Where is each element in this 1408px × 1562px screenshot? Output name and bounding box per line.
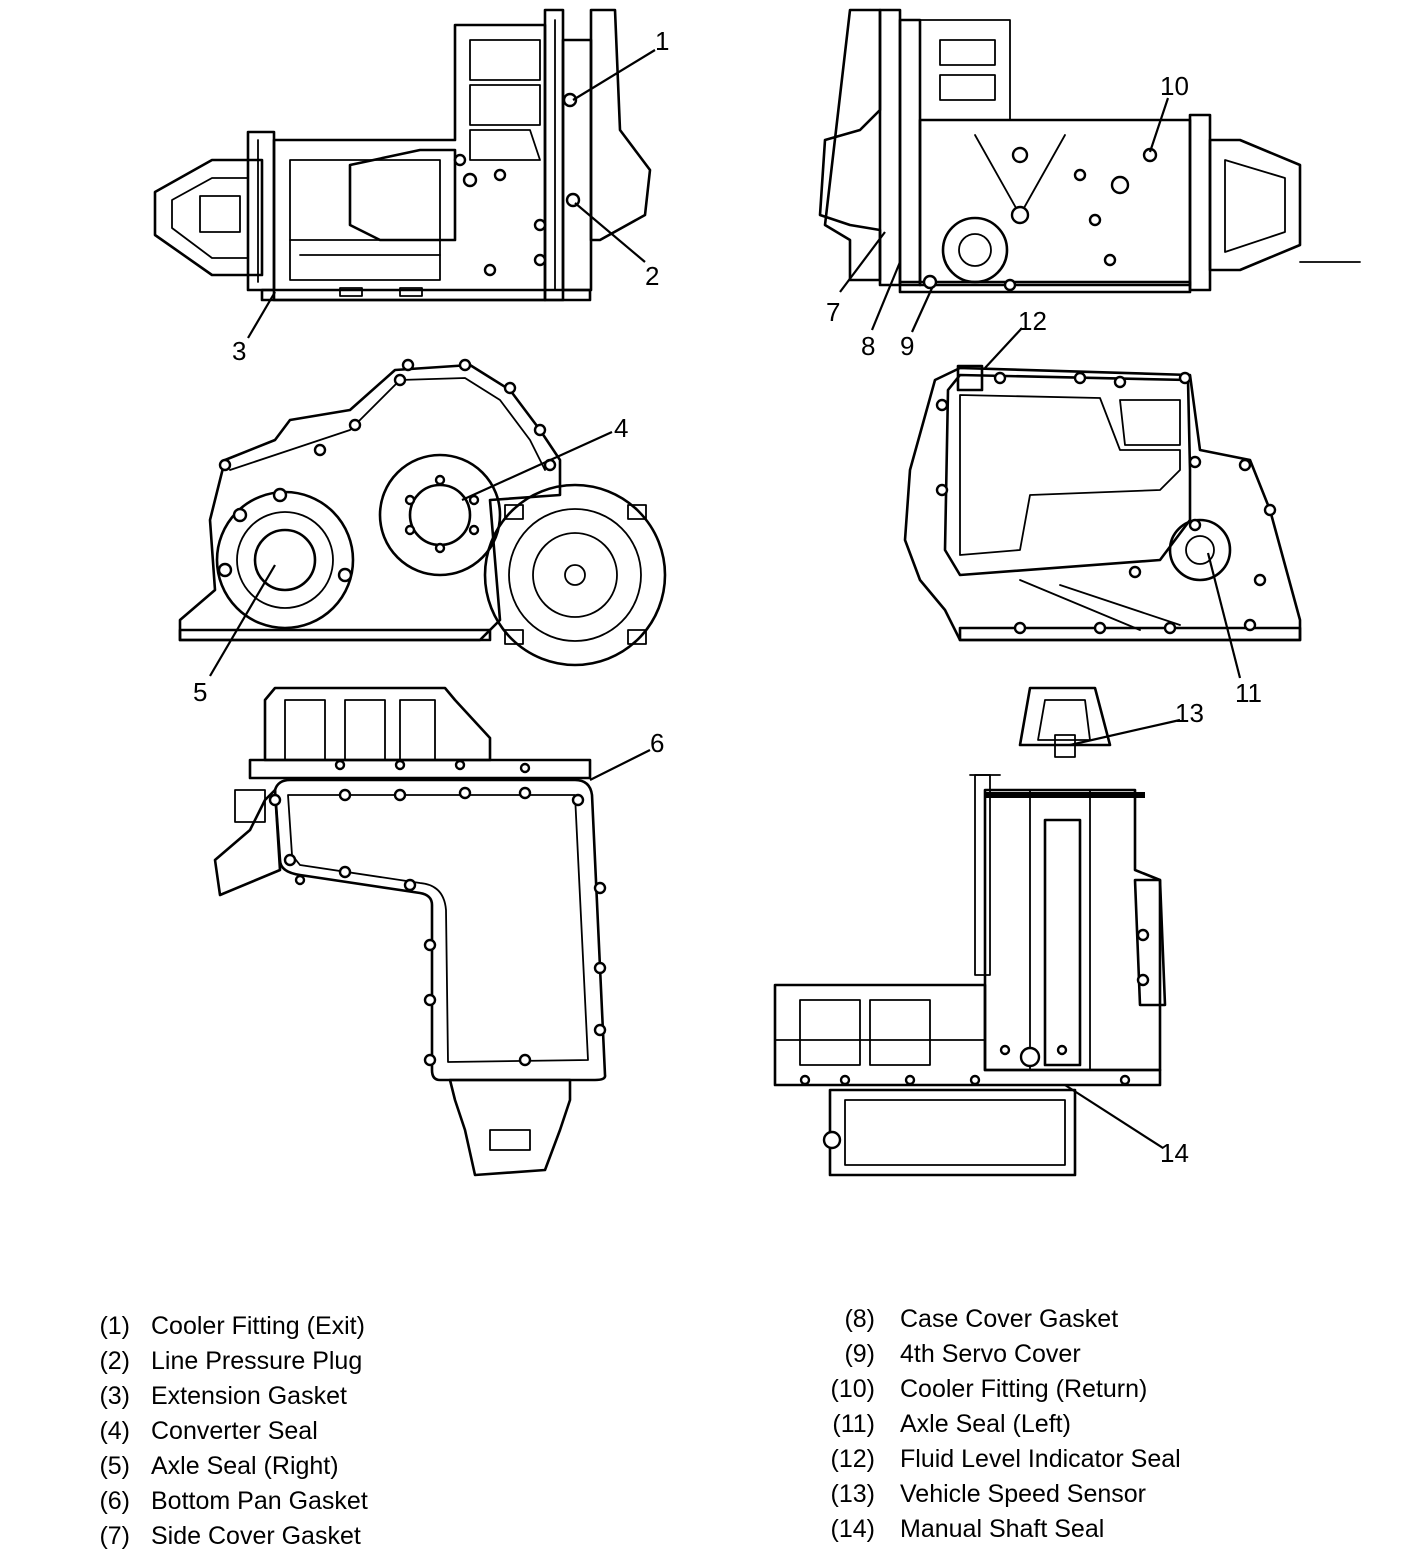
leader-10 <box>1148 97 1170 153</box>
legend-number: (13) <box>830 1480 875 1508</box>
legend-number: (10) <box>830 1375 875 1403</box>
callout-3: 3 <box>232 336 246 366</box>
legend-item: (13) Vehicle Speed Sensor <box>830 1478 1260 1510</box>
leader-9 <box>910 287 934 333</box>
legend-item: (6) Bottom Pan Gasket <box>95 1485 515 1517</box>
legend-item: (8) Case Cover Gasket <box>830 1303 1260 1335</box>
view-top-left-side <box>153 8 652 302</box>
legend-number: (9) <box>844 1340 875 1368</box>
callout-8: 8 <box>861 331 875 361</box>
leader-3 <box>247 291 276 339</box>
callout-5: 5 <box>193 677 207 707</box>
leader-1 <box>572 49 656 101</box>
legend-item: (10) Cooler Fitting (Return) <box>830 1373 1260 1405</box>
view-middle-left-end <box>178 358 667 667</box>
legend-number: (12) <box>830 1445 875 1473</box>
legend-label: Bottom Pan Gasket <box>151 1487 368 1515</box>
callout-13: 13 <box>1175 698 1204 728</box>
leader-5 <box>209 564 276 677</box>
leader-4 <box>461 430 613 502</box>
callout-10: 10 <box>1160 71 1189 101</box>
leader-2 <box>574 202 646 263</box>
legend-item: (12) Fluid Level Indicator Seal <box>830 1443 1260 1475</box>
legend-item: (11) Axle Seal (Left) <box>830 1408 1260 1440</box>
legend-item: (14) Manual Shaft Seal <box>830 1513 1260 1545</box>
callout-9: 9 <box>900 331 914 361</box>
legend-left: (1) Cooler Fitting (Exit) (2) Line Press… <box>95 1310 515 1555</box>
callout-11: 11 <box>1235 678 1262 708</box>
legend-label: Axle Seal (Left) <box>900 1410 1071 1438</box>
legend-item: (9) 4th Servo Cover <box>830 1338 1260 1370</box>
legend-label: Line Pressure Plug <box>151 1347 363 1375</box>
callout-4: 4 <box>614 413 628 443</box>
view-middle-right-end <box>903 364 1302 642</box>
legend-label: Cooler Fitting (Return) <box>900 1375 1148 1403</box>
legend-number: (1) <box>99 1312 130 1340</box>
callout-1: 1 <box>655 26 669 56</box>
callout-2: 2 <box>645 261 659 291</box>
legend-label: 4th Servo Cover <box>900 1340 1081 1368</box>
leader-8 <box>870 261 902 331</box>
legend-item: (5) Axle Seal (Right) <box>95 1450 515 1482</box>
legend-item: (7) Side Cover Gasket <box>95 1520 515 1552</box>
legend-label: Axle Seal (Right) <box>151 1452 339 1480</box>
legend-label: Case Cover Gasket <box>900 1305 1119 1333</box>
leader-14 <box>1064 1084 1164 1149</box>
legend-number: (7) <box>99 1522 130 1550</box>
leader-6 <box>589 749 651 781</box>
legend-number: (11) <box>832 1410 875 1438</box>
leader-12 <box>984 327 1023 369</box>
legend-item: (2) Line Pressure Plug <box>95 1345 515 1377</box>
legend-label: Cooler Fitting (Exit) <box>151 1312 365 1340</box>
legend-item: (3) Extension Gasket <box>95 1380 515 1412</box>
legend-number: (4) <box>99 1417 130 1445</box>
callout-numbers: 1 2 3 4 5 6 7 8 9 10 11 12 13 14 <box>193 26 1262 1168</box>
legend-number: (14) <box>830 1515 875 1543</box>
legend-item: (4) Converter Seal <box>95 1415 515 1447</box>
legend-right: (8) Case Cover Gasket (9) 4th Servo Cove… <box>830 1303 1260 1548</box>
callout-12: 12 <box>1018 306 1047 336</box>
legend-label: Manual Shaft Seal <box>900 1515 1105 1543</box>
callout-14: 14 <box>1160 1138 1189 1168</box>
callout-leaders <box>209 49 1242 1149</box>
view-bottom-right-front <box>773 686 1167 1177</box>
legend-label: Vehicle Speed Sensor <box>900 1480 1147 1508</box>
legend-item: (1) Cooler Fitting (Exit) <box>95 1310 515 1342</box>
callout-6: 6 <box>650 728 664 758</box>
callout-7: 7 <box>826 297 840 327</box>
legend-number: (5) <box>99 1452 130 1480</box>
leader-13 <box>1069 718 1181 747</box>
legend-label: Side Cover Gasket <box>151 1522 361 1550</box>
leader-11 <box>1206 552 1242 679</box>
legend-number: (2) <box>99 1347 130 1375</box>
legend-number: (8) <box>844 1305 875 1333</box>
view-bottom-left-pan <box>213 686 607 1177</box>
legend-label: Converter Seal <box>151 1417 318 1445</box>
legend-number: (6) <box>99 1487 130 1515</box>
legend-label: Extension Gasket <box>151 1382 347 1410</box>
view-top-right-side <box>818 8 1361 294</box>
legend-label: Fluid Level Indicator Seal <box>900 1445 1181 1473</box>
leader-7 <box>839 231 886 293</box>
legend-number: (3) <box>99 1382 130 1410</box>
